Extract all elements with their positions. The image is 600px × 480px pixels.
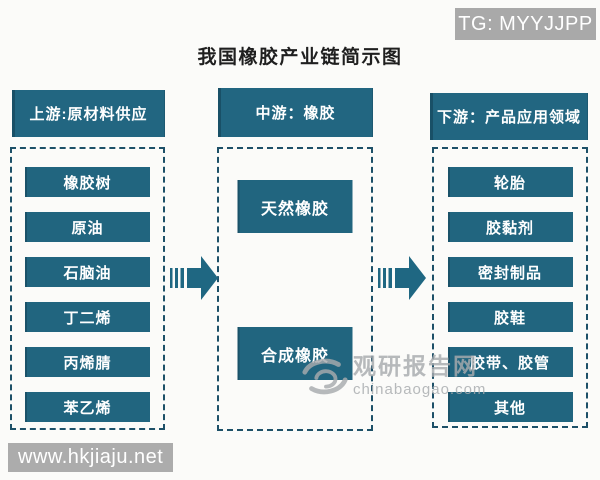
hkjiaju-watermark-badge: www.hkjiaju.net (8, 443, 174, 472)
tg-watermark-badge: TG: MYYJJPP (455, 8, 596, 40)
page-title: 我国橡胶产业链简示图 (197, 47, 403, 68)
list-item: 合成橡胶 (237, 327, 353, 380)
upstream-header: 上游:原材料供应 (12, 90, 165, 137)
midstream-header-label: 中游：橡胶 (255, 105, 336, 122)
flow-arrow-icon (378, 256, 426, 300)
list-item: 轮胎 (447, 167, 573, 197)
midstream-group: 天然橡胶 合成橡胶 (217, 147, 373, 431)
list-item: 胶带、胶管 (447, 347, 573, 377)
list-item: 苯乙烯 (25, 392, 150, 422)
flow-arrow-icon (170, 256, 218, 300)
list-item: 胶鞋 (447, 302, 573, 332)
list-item: 密封制品 (447, 257, 573, 287)
list-item: 其他 (447, 392, 573, 422)
list-item: 橡胶树 (25, 167, 150, 197)
tg-watermark-text: TG: MYYJJPP (458, 12, 593, 35)
list-item: 原油 (25, 212, 150, 242)
list-item: 丙烯腈 (25, 347, 150, 377)
hkjiaju-watermark-text: www.hkjiaju.net (18, 446, 164, 468)
upstream-header-label: 上游:原材料供应 (29, 106, 148, 123)
upstream-group: 橡胶树 原油 石脑油 丁二烯 丙烯腈 苯乙烯 (10, 147, 165, 430)
midstream-header: 中游：橡胶 (218, 88, 373, 137)
downstream-header: 下游：产品应用领域 (430, 93, 588, 140)
list-item: 丁二烯 (25, 302, 150, 332)
list-item: 胶黏剂 (447, 212, 573, 242)
list-item: 天然橡胶 (237, 180, 353, 233)
downstream-group: 轮胎 胶黏剂 密封制品 胶鞋 胶带、胶管 其他 (432, 147, 588, 428)
list-item: 石脑油 (25, 257, 150, 287)
downstream-header-label: 下游：产品应用领域 (436, 109, 581, 126)
